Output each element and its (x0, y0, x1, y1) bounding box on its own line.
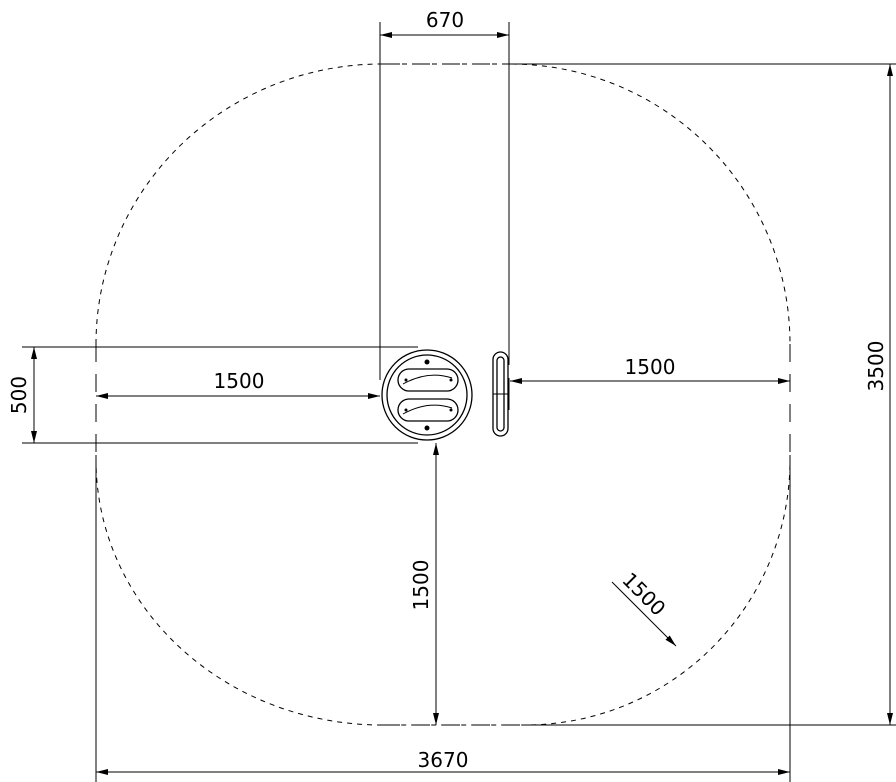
dim-left-distance-label: 1500 (214, 369, 265, 393)
safety-zone-outline (95, 63, 791, 726)
equipment-handle (492, 351, 510, 437)
dim-bottom-width-label: 3670 (418, 748, 469, 772)
dim-right-height-label: 3500 (864, 341, 888, 392)
footplate-bottom (397, 398, 459, 422)
dim-top-width-label: 670 (426, 8, 464, 32)
extension-lines (22, 22, 896, 782)
dim-left-height-label: 500 (7, 376, 31, 414)
footplate-top (397, 368, 459, 392)
dim-down-distance-label: 1500 (409, 560, 433, 611)
equipment-base (381, 349, 473, 441)
dim-right-distance-label: 1500 (625, 355, 676, 379)
dim-corner-radius-label: 1500 (617, 568, 670, 621)
dimension-lines (31, 32, 893, 775)
